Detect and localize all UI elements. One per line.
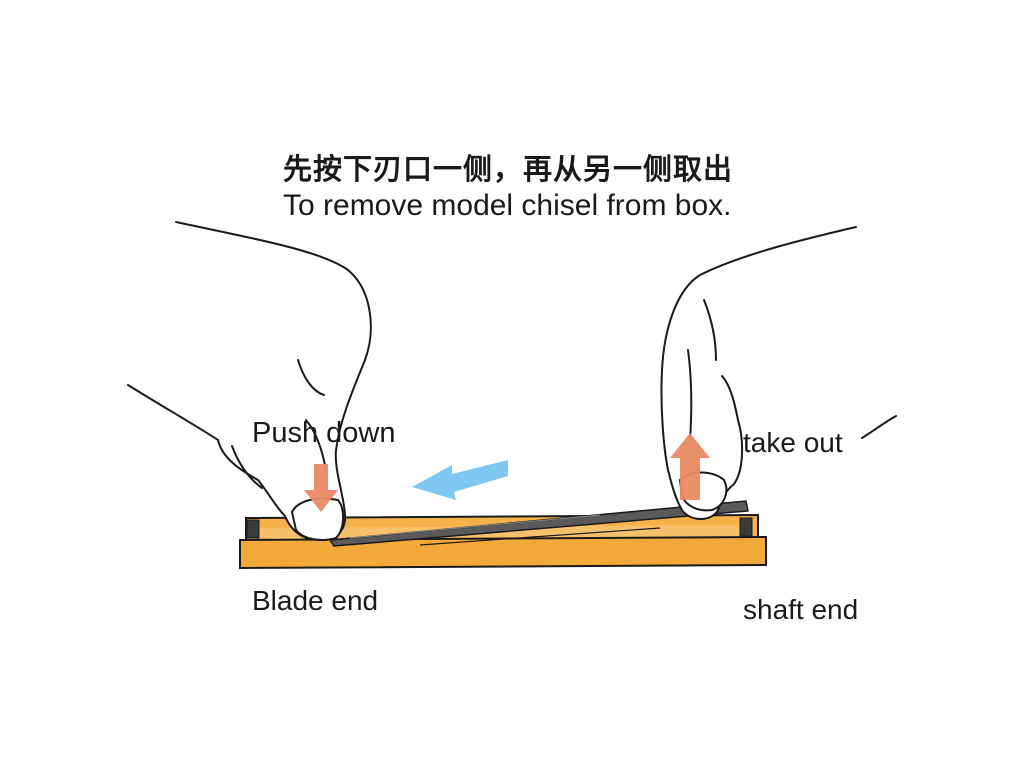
push-down-arrow: [304, 464, 338, 512]
arrow-up-icon: [670, 433, 710, 500]
instruction-title-chinese: 先按下刃口一侧，再从另一侧取出: [283, 152, 734, 186]
chisel-lower-edge: [419, 527, 661, 546]
chisel-shaft: [328, 500, 749, 547]
right-hand-finger-2: [687, 349, 693, 441]
arrow-down-icon: [304, 464, 338, 512]
instruction-title-english: To remove model chisel from box.: [283, 189, 732, 222]
left-hand: [127, 221, 372, 542]
model-chisel: [328, 500, 749, 547]
right-hand-wrist-line: [861, 415, 897, 439]
take-out-label: take out: [743, 427, 843, 458]
right-hand-finger-1: [703, 299, 717, 361]
box-front-wall: [239, 535, 767, 570]
left-hand-fingertip: [291, 497, 344, 541]
push-down-label: Push down: [252, 417, 396, 449]
left-hand-finger-1: [297, 359, 325, 396]
box-right-slot: [739, 517, 753, 537]
left-hand-outline: [127, 221, 372, 542]
left-hand-thumb: [231, 445, 263, 489]
blade-end-label: Blade end: [252, 585, 379, 616]
box-left-slot: [246, 519, 260, 539]
right-hand-outline: [660, 226, 857, 520]
take-out-arrow: [670, 433, 710, 500]
slide-arrow: [412, 460, 508, 500]
chisel-blade-line: [349, 514, 601, 539]
shaft-end-label: shaft end: [743, 594, 859, 625]
arrow-left-icon: [412, 460, 508, 500]
